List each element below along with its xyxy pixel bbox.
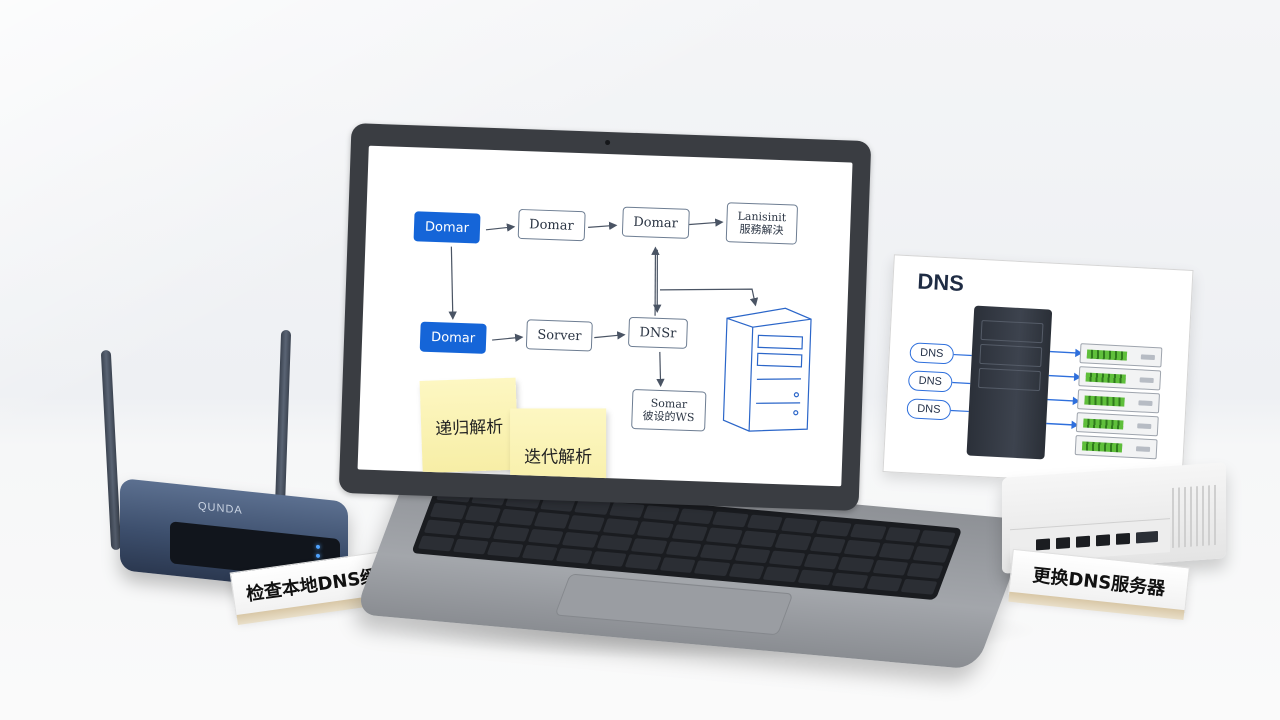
- ethernet-port-icon: [1116, 532, 1130, 545]
- somar-node: Somar 彼设的WS: [631, 389, 707, 432]
- sticky-note-iterative: 迭代解析: [510, 408, 607, 487]
- ethernet-port-icon: [1036, 538, 1050, 551]
- diagram-arrows: [448, 218, 759, 388]
- ethernet-port-icon: [1056, 537, 1070, 550]
- laptop-lid: Domar Domar Domar Lanisinit 服務解決 Domar S…: [338, 123, 872, 511]
- domain-node-2: Domar: [517, 208, 586, 242]
- dns-card-arrows: [950, 348, 1083, 430]
- sticky-note-recursive: 递归解析: [419, 377, 519, 473]
- switch-vents: [1172, 484, 1218, 548]
- server-tower-icon: [966, 305, 1053, 460]
- lanisinit-node-line2: 服務解決: [739, 222, 784, 238]
- change-dns-server-label: 更换DNS服务器: [1031, 565, 1167, 600]
- router-antenna-left: [100, 349, 122, 551]
- ethernet-port-icon: [1076, 535, 1090, 548]
- somar-node-line2: 彼设的WS: [642, 409, 695, 425]
- server-rack-icon: [1074, 343, 1163, 462]
- somar-node-line1: Somar: [650, 396, 688, 411]
- laptop-screen: Domar Domar Domar Lanisinit 服務解決 Domar S…: [357, 145, 853, 487]
- ethernet-port-icon: [1096, 534, 1110, 547]
- router-brand-label: QUNDA: [198, 500, 243, 517]
- dns-node: DNSr: [627, 316, 688, 349]
- server-tower-icon: [722, 307, 812, 432]
- domain-node-4: Domar: [419, 321, 487, 354]
- laptop: Domar Domar Domar Lanisinit 服務解決 Domar S…: [338, 123, 1032, 670]
- server-node: Sorver: [525, 319, 594, 352]
- sticky-note-iterative-label: 迭代解析: [524, 446, 593, 467]
- sticky-note-recursive-label: 递归解析: [434, 416, 504, 440]
- domain-node-1: Domar: [413, 211, 481, 244]
- webcam-icon: [605, 139, 611, 146]
- sfp-port-icon: [1136, 530, 1158, 544]
- domain-node-3: Domar: [621, 206, 690, 239]
- router-antenna-right: [274, 329, 292, 511]
- lanisinit-node: Lanisinit 服務解決: [725, 202, 798, 245]
- dns-poster-card: DNS DNS DNS DNS: [882, 254, 1194, 488]
